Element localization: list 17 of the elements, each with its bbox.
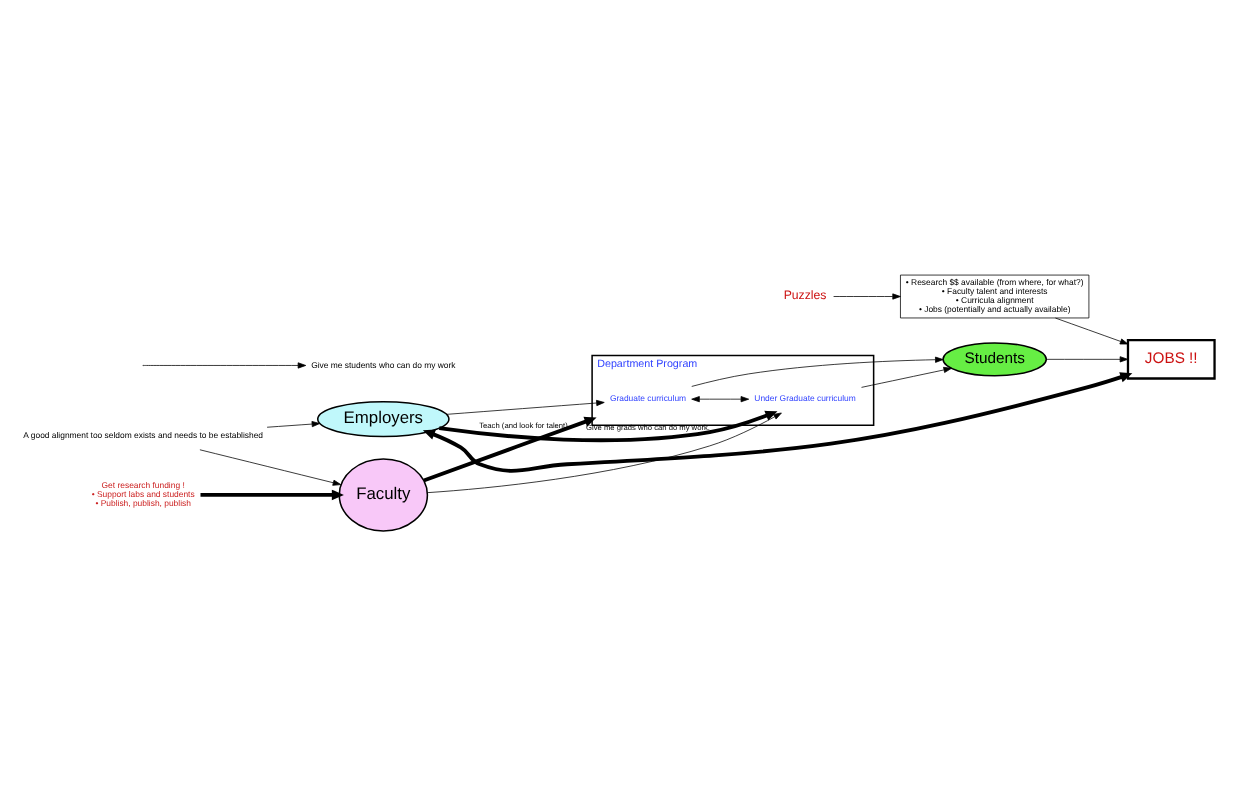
arrow [439, 410, 778, 443]
arrow [1055, 317, 1129, 345]
arrow [266, 421, 321, 428]
arrow [427, 412, 782, 494]
arrow [423, 416, 597, 483]
arrow [143, 362, 307, 369]
arrow [199, 449, 342, 486]
arrow [691, 396, 750, 403]
node-box: JOBS !! [1126, 339, 1216, 380]
arrow [446, 399, 605, 415]
node-ellipse: Faculty [338, 458, 429, 532]
arrow [691, 356, 944, 387]
arrow [1045, 356, 1129, 363]
arrow [200, 489, 344, 501]
arrow [833, 293, 901, 300]
arrow [861, 366, 952, 388]
arrow [422, 372, 1133, 473]
